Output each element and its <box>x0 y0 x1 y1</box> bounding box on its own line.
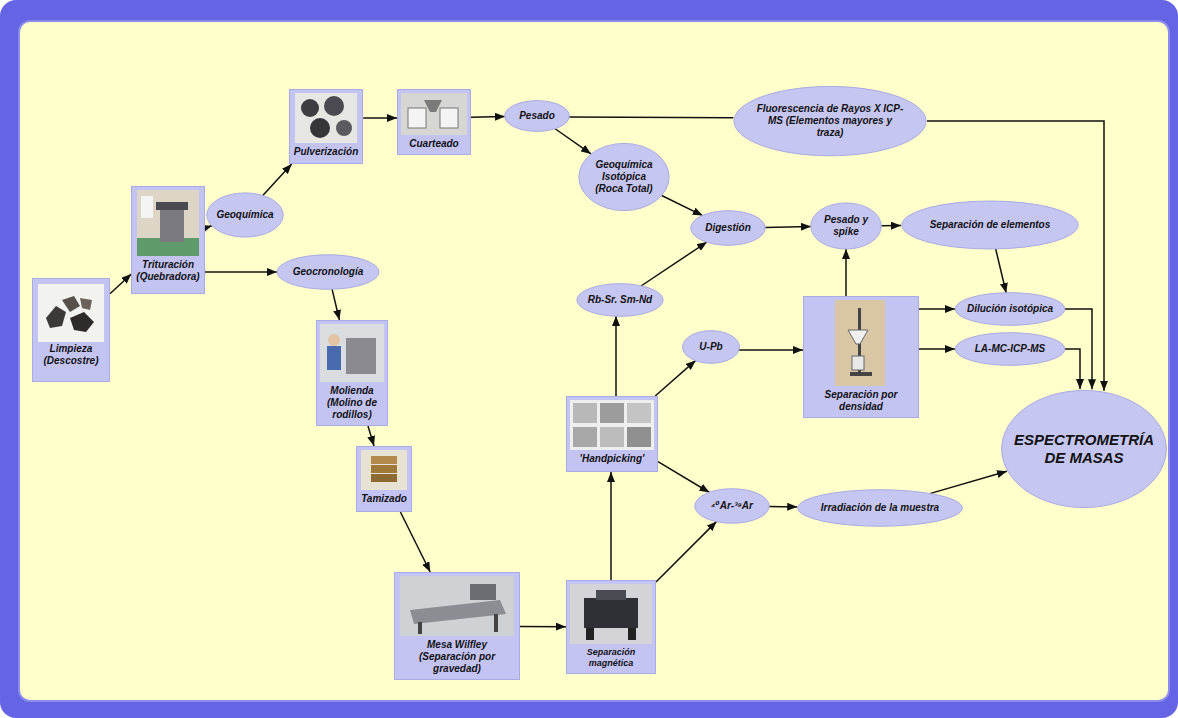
flow-arrow <box>471 116 505 118</box>
node-label: Trituración (Quebradora) <box>135 259 200 283</box>
flow-arrow <box>263 164 292 196</box>
flow-arrow <box>655 360 696 396</box>
node-label: ⁴⁰Ar-³⁹Ar <box>711 500 753 512</box>
photo-box: Pulverización <box>289 89 363 164</box>
flow-arrow <box>1065 349 1080 389</box>
photo-box: Limpieza (Descostre) <box>32 278 110 382</box>
photo-box: Separación por densidad <box>803 296 919 418</box>
process-ellipse: Geoquímica Isotópica (Roca Total) <box>578 142 670 212</box>
flow-arrow <box>205 271 277 273</box>
flow-arrow <box>845 249 847 296</box>
flow-arrow <box>919 308 955 310</box>
flow-arrow <box>610 472 612 580</box>
node-label: Geoquímica <box>216 209 273 221</box>
node-label: Molienda (Molino de rodillos) <box>320 385 384 421</box>
node-label: Dilución isotópica <box>967 303 1053 315</box>
flow-arrow <box>739 349 804 351</box>
flow-arrow <box>205 226 212 228</box>
process-ellipse: Geoquímica <box>206 192 284 238</box>
process-ellipse: Irradiación de la muestra <box>796 489 964 527</box>
process-ellipse: Geocronología <box>276 254 380 290</box>
process-ellipse: ESPECTROMETRÍA DE MASAS <box>1000 388 1168 510</box>
flow-arrow <box>919 348 955 350</box>
node-label: U-Pb <box>699 341 722 353</box>
photo-box: 'Handpicking' <box>566 396 658 472</box>
node-label: Cuarteado <box>401 138 467 150</box>
flow-arrow <box>641 242 707 286</box>
node-label: Separación de elementos <box>930 219 1051 231</box>
flow-arrow <box>1065 309 1092 389</box>
node-label: Digestión <box>705 222 751 234</box>
photo-box: Cuarteado <box>397 89 471 155</box>
node-label: Separación magnética <box>570 647 652 669</box>
flow-arrow <box>332 289 339 320</box>
node-label: Rb-Sr. Sm-Nd <box>588 294 652 306</box>
node-label: Irradiación de la muestra <box>821 502 939 514</box>
flow-arrow <box>765 226 811 228</box>
flow-arrow <box>769 506 797 508</box>
photo-box: Separación magnética <box>566 580 656 674</box>
process-ellipse: Rb-Sr. Sm-Nd <box>576 283 664 317</box>
process-ellipse: Pesado <box>504 100 570 132</box>
node-label: Pulverización <box>293 146 359 158</box>
node-label: Pesado y spike <box>820 214 872 238</box>
node-label: LA-MC-ICP-MS <box>975 343 1046 355</box>
flow-arrow <box>658 462 710 493</box>
photo-box: Molienda (Molino de rodillos) <box>316 320 388 426</box>
process-ellipse: Fluorescencia de Rayos X ICP-MS (Element… <box>732 85 928 157</box>
flow-arrow <box>520 626 566 628</box>
process-ellipse: Dilución isotópica <box>954 292 1066 326</box>
flow-arrow <box>555 129 591 154</box>
flow-arrow <box>110 274 131 294</box>
flow-arrow <box>368 426 374 446</box>
node-label: Geocronología <box>293 266 364 278</box>
process-ellipse: Pesado y spike <box>810 202 882 250</box>
flow-arrow <box>662 196 703 216</box>
flow-arrow <box>927 121 1104 391</box>
flow-arrow <box>996 249 1007 293</box>
photo-box: Mesa Wilfley (Separación por gravedad) <box>394 572 520 680</box>
node-label: Mesa Wilfley (Separación por gravedad) <box>398 639 516 675</box>
process-ellipse: Separación de elementos <box>900 200 1080 250</box>
photo-box: Tamizado <box>356 446 412 512</box>
flow-arrow <box>881 225 901 227</box>
flow-arrow <box>615 316 617 396</box>
node-label: ESPECTROMETRÍA DE MASAS <box>1009 431 1159 467</box>
node-label: Geoquímica Isotópica (Roca Total) <box>588 159 660 195</box>
node-label: Pesado <box>519 110 555 122</box>
flow-arrow <box>569 116 734 118</box>
process-ellipse: U-Pb <box>682 330 740 364</box>
photo-box: Trituración (Quebradora) <box>131 186 204 294</box>
node-label: 'Handpicking' <box>570 453 654 465</box>
process-ellipse: LA-MC-ICP-MS <box>954 332 1066 366</box>
node-label: Limpieza (Descostre) <box>36 343 106 367</box>
node-label: Separación por densidad <box>807 389 915 413</box>
node-label: Tamizado <box>360 493 408 505</box>
flow-arrow <box>363 117 397 119</box>
process-ellipse: ⁴⁰Ar-³⁹Ar <box>694 488 770 524</box>
process-ellipse: Digestión <box>690 210 766 246</box>
flow-arrow <box>656 521 717 582</box>
node-label: Fluorescencia de Rayos X ICP-MS (Element… <box>755 103 905 139</box>
flow-arrow <box>930 471 1007 493</box>
flow-arrow <box>400 512 430 572</box>
